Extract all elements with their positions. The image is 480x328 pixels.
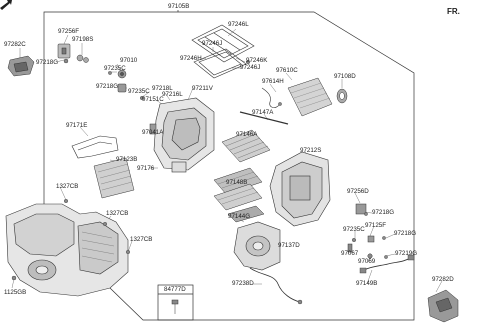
- screw-97218g-c: [364, 212, 368, 216]
- screw-97235c-a: [108, 71, 112, 75]
- label-97238d: 97238D: [232, 280, 254, 287]
- label-97218l: 97218L: [152, 85, 173, 92]
- part-97137d: [233, 221, 281, 271]
- screw-1327cb-b: [102, 221, 107, 226]
- label-97148b: 97148B: [226, 179, 248, 186]
- label-97171e: 97171E: [66, 122, 88, 129]
- label-97218g-c: 97218G: [372, 209, 395, 216]
- part-97610c: [287, 77, 333, 117]
- part-97282c: [7, 55, 35, 77]
- label-97246j-a: 97246J: [202, 40, 223, 47]
- part-97198s: [76, 54, 89, 63]
- label-97235c-b: 97235C: [128, 88, 150, 95]
- part-97171e: [71, 135, 119, 159]
- label-97282c: 97282C: [4, 41, 26, 48]
- part-84777d: [171, 299, 179, 314]
- screw-1125gb: [11, 275, 17, 281]
- label-97041a: 97041A: [142, 129, 164, 136]
- label-97246l: 97246L: [228, 21, 249, 28]
- label-97125f: 97125F: [365, 222, 386, 229]
- label-97212s: 97212S: [300, 147, 322, 154]
- part-97256d: [355, 203, 367, 215]
- screw-97218g-a: [63, 58, 69, 64]
- part-97123b: [93, 157, 135, 199]
- label-97235c-c: 97235C: [343, 226, 365, 233]
- label-97219g: 97219G: [395, 250, 418, 257]
- label-1125gb: 1125GB: [4, 289, 27, 296]
- label-97149b: 97149B: [356, 280, 378, 287]
- label-97218g-a: 97218G: [36, 59, 59, 66]
- part-97211v: [153, 97, 215, 173]
- label-1327cb-a: 1327CB: [56, 183, 79, 190]
- part-97010: [117, 69, 127, 79]
- part-97148b: [213, 167, 263, 211]
- part-97147a: [239, 111, 289, 125]
- label-97069: 97069: [358, 258, 376, 265]
- screw-97246k: [245, 60, 250, 65]
- part-97256f: [57, 43, 71, 59]
- part-97282d: [427, 289, 459, 323]
- screw-97219g: [384, 255, 388, 259]
- part-97149b: [363, 257, 411, 271]
- label-1327cb-b: 1327CB: [106, 210, 129, 217]
- label-97216l: 97216L: [162, 91, 183, 98]
- label-97108d: 97108D: [334, 73, 356, 80]
- callout-box-84777d: [157, 284, 194, 321]
- label-97218g-b: 97218G: [96, 83, 119, 90]
- part-97246h: [193, 48, 247, 79]
- label-97067: 97067: [341, 250, 359, 257]
- screw-97235c-b: [139, 95, 144, 100]
- part-97067: [347, 243, 353, 253]
- front-arrow-icon: [0, 0, 12, 10]
- label-97176: 97176: [137, 165, 155, 172]
- label-97198s: 97198S: [72, 36, 94, 43]
- label-97218g-d: 97218G: [394, 230, 417, 237]
- screw-97218g-d: [382, 236, 386, 240]
- label-97144g: 97144G: [228, 213, 251, 220]
- label-97282d: 97282D: [432, 276, 454, 283]
- screw-97235c-c: [352, 237, 357, 242]
- part-97125f: [367, 235, 375, 243]
- direction-label: FR.: [447, 7, 460, 16]
- label-97246k: 97246K: [246, 57, 268, 64]
- part-97246l: [191, 24, 255, 63]
- part-97238d: [249, 267, 301, 303]
- screw-1327cb-a: [63, 198, 68, 203]
- label-97010: 97010: [120, 57, 138, 64]
- label-97147a: 97147A: [252, 109, 274, 116]
- label-97123b: 97123B: [116, 156, 138, 163]
- part-97069: [367, 253, 373, 259]
- label-97246h: 97246H: [180, 55, 202, 62]
- hvac-assembly-overview: [5, 203, 129, 297]
- label-97211v: 97211V: [192, 85, 213, 92]
- label-97610c: 97610C: [276, 67, 298, 74]
- label-97146a: 97146A: [236, 131, 258, 138]
- label-97137d: 97137D: [278, 242, 300, 249]
- label-97614h: 97614H: [262, 78, 284, 85]
- label-97256d: 97256D: [347, 188, 369, 195]
- part-97146a: [221, 129, 271, 163]
- part-97041a: [149, 123, 157, 135]
- part-97212s: [269, 151, 331, 227]
- label-97246j-b: 97246J: [240, 64, 261, 71]
- label-1327cb-c: 1327CB: [130, 236, 153, 243]
- label-97235c-a: 97235C: [104, 65, 126, 72]
- leader-lines: [11, 28, 443, 293]
- part-97614h: [261, 87, 281, 108]
- part-97108d: [336, 88, 348, 104]
- label-97105b: 97105B: [168, 3, 190, 10]
- part-97144g: [227, 205, 265, 223]
- label-84777d: 84777D: [164, 286, 186, 293]
- label-97151c: 97151C: [142, 96, 164, 103]
- label-97256f: 97256F: [58, 28, 79, 35]
- part-97218g-b: [117, 83, 127, 93]
- screw-1327cb-c: [125, 249, 130, 254]
